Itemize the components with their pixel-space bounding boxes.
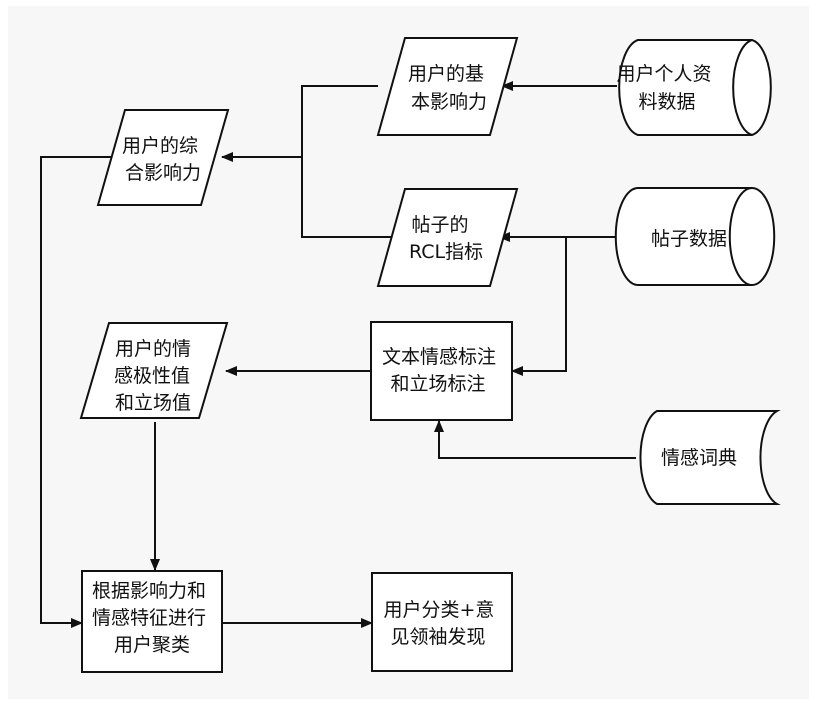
user-sentiment-values-shape [79,322,229,419]
connector-overall-to-clustering [40,156,118,628]
user-clustering-box [81,570,223,673]
overall-influence-shape [96,109,230,206]
user-sentiment-values-label: 用户的情 感极性值 和立场值 [114,338,197,414]
post-rcl-metric-shape [376,188,519,287]
connector-dictionary-to-annotation [434,420,636,459]
basic-influence-label: 用户的基 本影响力 [408,63,490,113]
user-profile-data-label: 用户个人资 料数据 [616,63,717,113]
overall-influence-label: 用户的综 合影响力 [122,135,204,184]
post-data-store [614,187,776,286]
connector-rcl-to-overall [301,157,392,238]
post-data-label: 帖子数据 [651,228,727,250]
post-rcl-metric-label: 帖子的 RCL指标 [409,214,483,263]
classification-result-label: 用户分类+意 见领袖发现 [384,599,501,648]
user-clustering-label: 根据影响力和 情感特征进行 用户聚类 [92,580,212,656]
basic-influence-shape [376,37,519,136]
sentiment-stance-annotation-label: 文本情感标注 和立场标注 [382,346,502,395]
classification-result-box [371,572,513,672]
connector-post-to-annotation [511,237,567,376]
sentiment-stance-annotation-box [370,321,513,421]
sentiment-dictionary-store [639,410,781,505]
connector-basic-to-overall [221,85,378,162]
sentiment-dictionary-label: 情感词典 [661,447,737,469]
user-profile-data-store [618,39,772,136]
